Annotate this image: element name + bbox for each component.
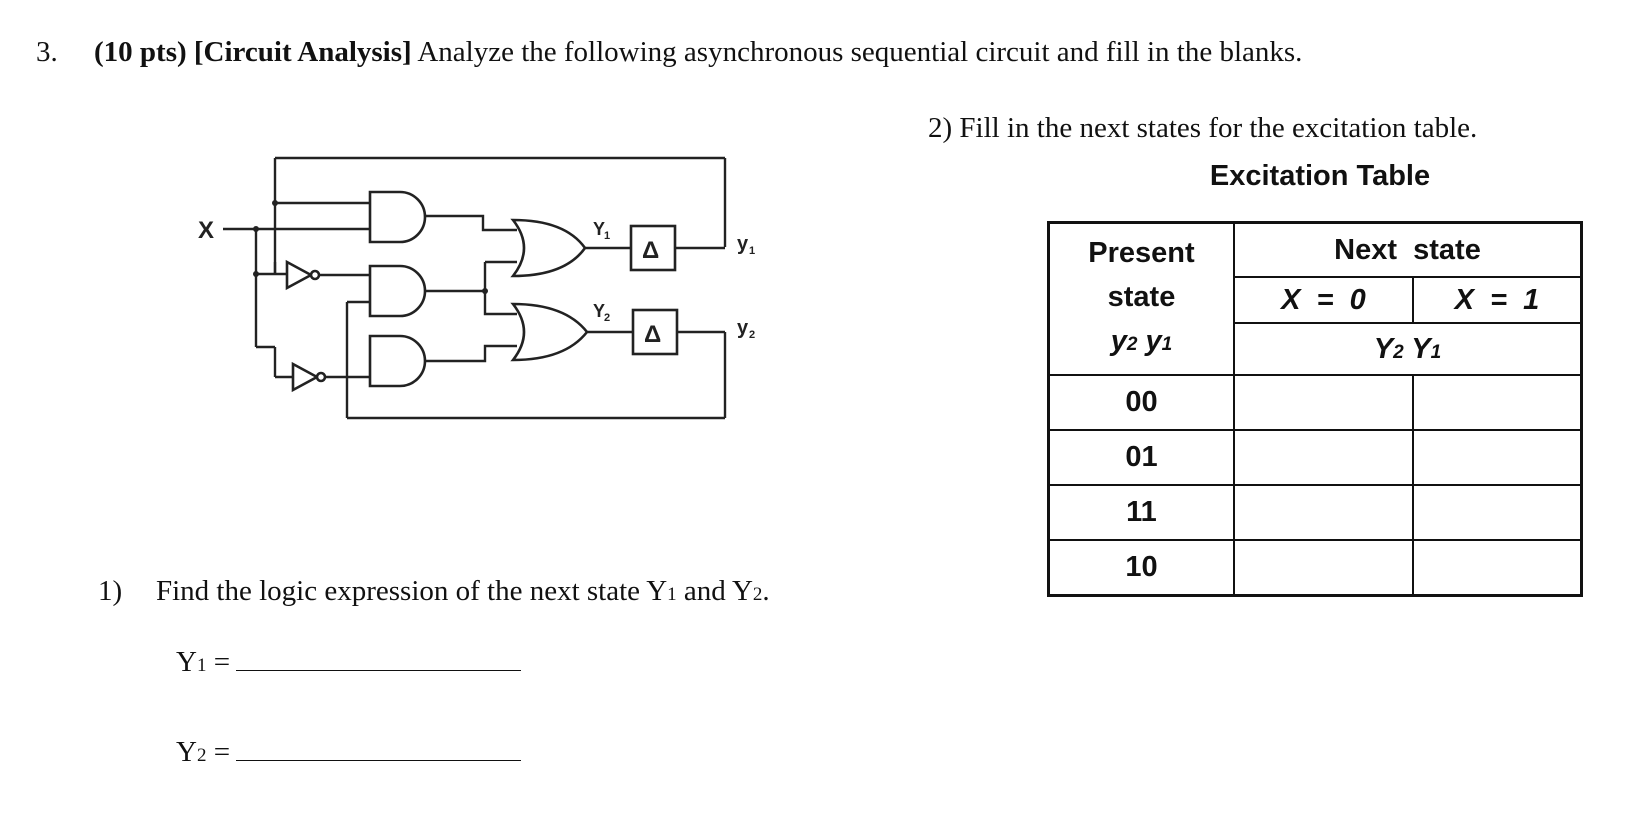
next-state-cell-x0[interactable] [1233,374,1414,431]
junction-dot [482,288,488,294]
question-header: 3. (10 pts) [Circuit Analysis] Analyze th… [36,36,1302,69]
table-row: 10 [1047,539,1583,597]
and-gate-2 [368,264,427,318]
question-number: 3. [36,36,58,68]
present-state-cell: 11 [1047,484,1235,541]
next-state-header: Next state [1233,221,1583,278]
present-state-cell: 10 [1047,539,1235,597]
table-row: 00 [1047,374,1583,431]
y2-excitation-label: Y [593,301,605,321]
y1-equation: Y1 = [176,644,522,679]
y1-excitation-label: Y [593,219,605,239]
output-y2-sub: 2 [749,329,755,341]
wire [425,344,517,363]
part1-text: Find the logic expression of the next st… [156,575,668,607]
delay-symbol-1: Δ [642,237,659,264]
and-gate-3 [368,334,427,388]
part2-number: 2) [928,112,953,144]
y1-excitation-sub: 1 [604,230,610,242]
present-head-line1: Present [1088,237,1195,269]
wire [483,262,517,316]
question-topic: [Circuit Analysis] [193,36,412,68]
next-state-cell-x0[interactable] [1233,429,1414,486]
col-x1-header: X = 1 [1412,276,1583,324]
present-head-line2: state [1107,281,1176,313]
question-points: (10 pts) [94,36,187,68]
part1-number: 1) [98,575,123,607]
question-prompt: Analyze the following asynchronous seque… [417,36,1303,68]
table-title: Excitation Table [1209,160,1431,192]
not-gate-1 [285,259,314,291]
next-state-cell-x1[interactable] [1412,429,1583,486]
next-state-cell-x1[interactable] [1412,539,1583,597]
and-gate-1 [368,190,427,244]
junction-dot [253,226,259,232]
col-x0-header: X = 0 [1233,276,1414,324]
present-state-cell: 01 [1047,429,1235,486]
or-gate-1 [510,218,587,278]
excitation-table: Present state y2 y1 Next state X = 0 X =… [1047,221,1583,597]
present-state-cell: 00 [1047,374,1235,431]
y1-answer-blank[interactable] [236,644,522,671]
part1-instruction: 1) Find the logic expression of the next … [98,575,770,607]
junction-dot [253,271,259,277]
or-gate-2 [510,302,589,362]
y2-answer-blank[interactable] [236,734,522,761]
table-row: 01 [1047,429,1583,486]
table-row: 11 [1047,484,1583,541]
next-vars-header: Y2 Y1 [1233,322,1583,376]
output-y1-label: y [737,233,749,255]
output-y2-label: y [737,317,749,339]
circuit-diagram: X Y 1 Y 2 Δ Δ y 1 y [198,156,755,420]
next-state-cell-x1[interactable] [1412,484,1583,541]
inverter-bubble [315,371,327,383]
y2-equation: Y2 = [176,734,522,769]
delay-symbol-2: Δ [644,321,661,348]
inverter-bubble [309,269,321,281]
junction-dot [272,200,278,206]
present-vars: y2 y1 [1110,325,1173,357]
next-state-cell-x0[interactable] [1233,539,1414,597]
delay-box-2 [631,308,679,356]
next-state-cell-x0[interactable] [1233,484,1414,541]
part2-text: Fill in the next states for the excitati… [959,112,1478,144]
output-y1-sub: 1 [749,245,755,257]
next-state-cell-x1[interactable] [1412,374,1583,431]
input-x-label: X [198,217,214,244]
part2-instruction: 2) Fill in the next states for the excit… [928,112,1477,145]
present-state-header: Present state y2 y1 [1047,221,1235,376]
y2-excitation-sub: 2 [604,312,610,324]
wire [425,214,517,232]
not-gate-2 [291,361,320,393]
